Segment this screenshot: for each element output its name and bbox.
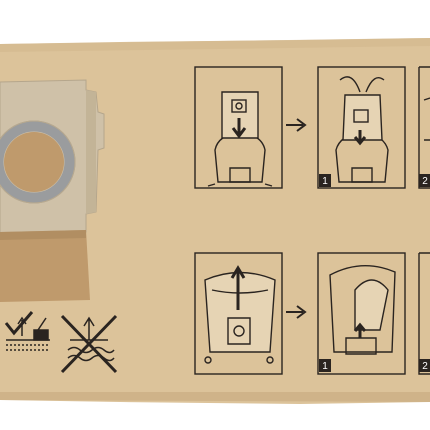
step-number-badge: 2	[419, 174, 430, 187]
instruction-step-2-bottom	[418, 252, 430, 375]
instruction-step-remove	[194, 252, 283, 375]
step-number-badge: 1	[319, 174, 331, 187]
seal-ring	[0, 120, 76, 204]
arrow-icon	[286, 305, 307, 319]
cardboard-flange	[0, 79, 105, 302]
paper-bag	[0, 38, 430, 404]
instruction-step-insert	[194, 66, 283, 189]
instruction-step-2-top	[418, 66, 430, 189]
svg-text:1: 1	[322, 176, 328, 187]
svg-text:2: 2	[422, 176, 428, 187]
instruction-step-1-top	[317, 66, 406, 189]
not-suitable-wet-crossed-icon	[60, 314, 118, 374]
arrow-icon	[286, 118, 307, 132]
instruction-step-1-bottom	[317, 252, 406, 375]
step-number-badge: 2	[419, 359, 430, 372]
svg-text:1: 1	[322, 361, 328, 372]
svg-text:2: 2	[422, 361, 428, 372]
suitable-dry-dust-check-icon	[4, 311, 50, 351]
step-number-badge: 1	[319, 359, 331, 372]
